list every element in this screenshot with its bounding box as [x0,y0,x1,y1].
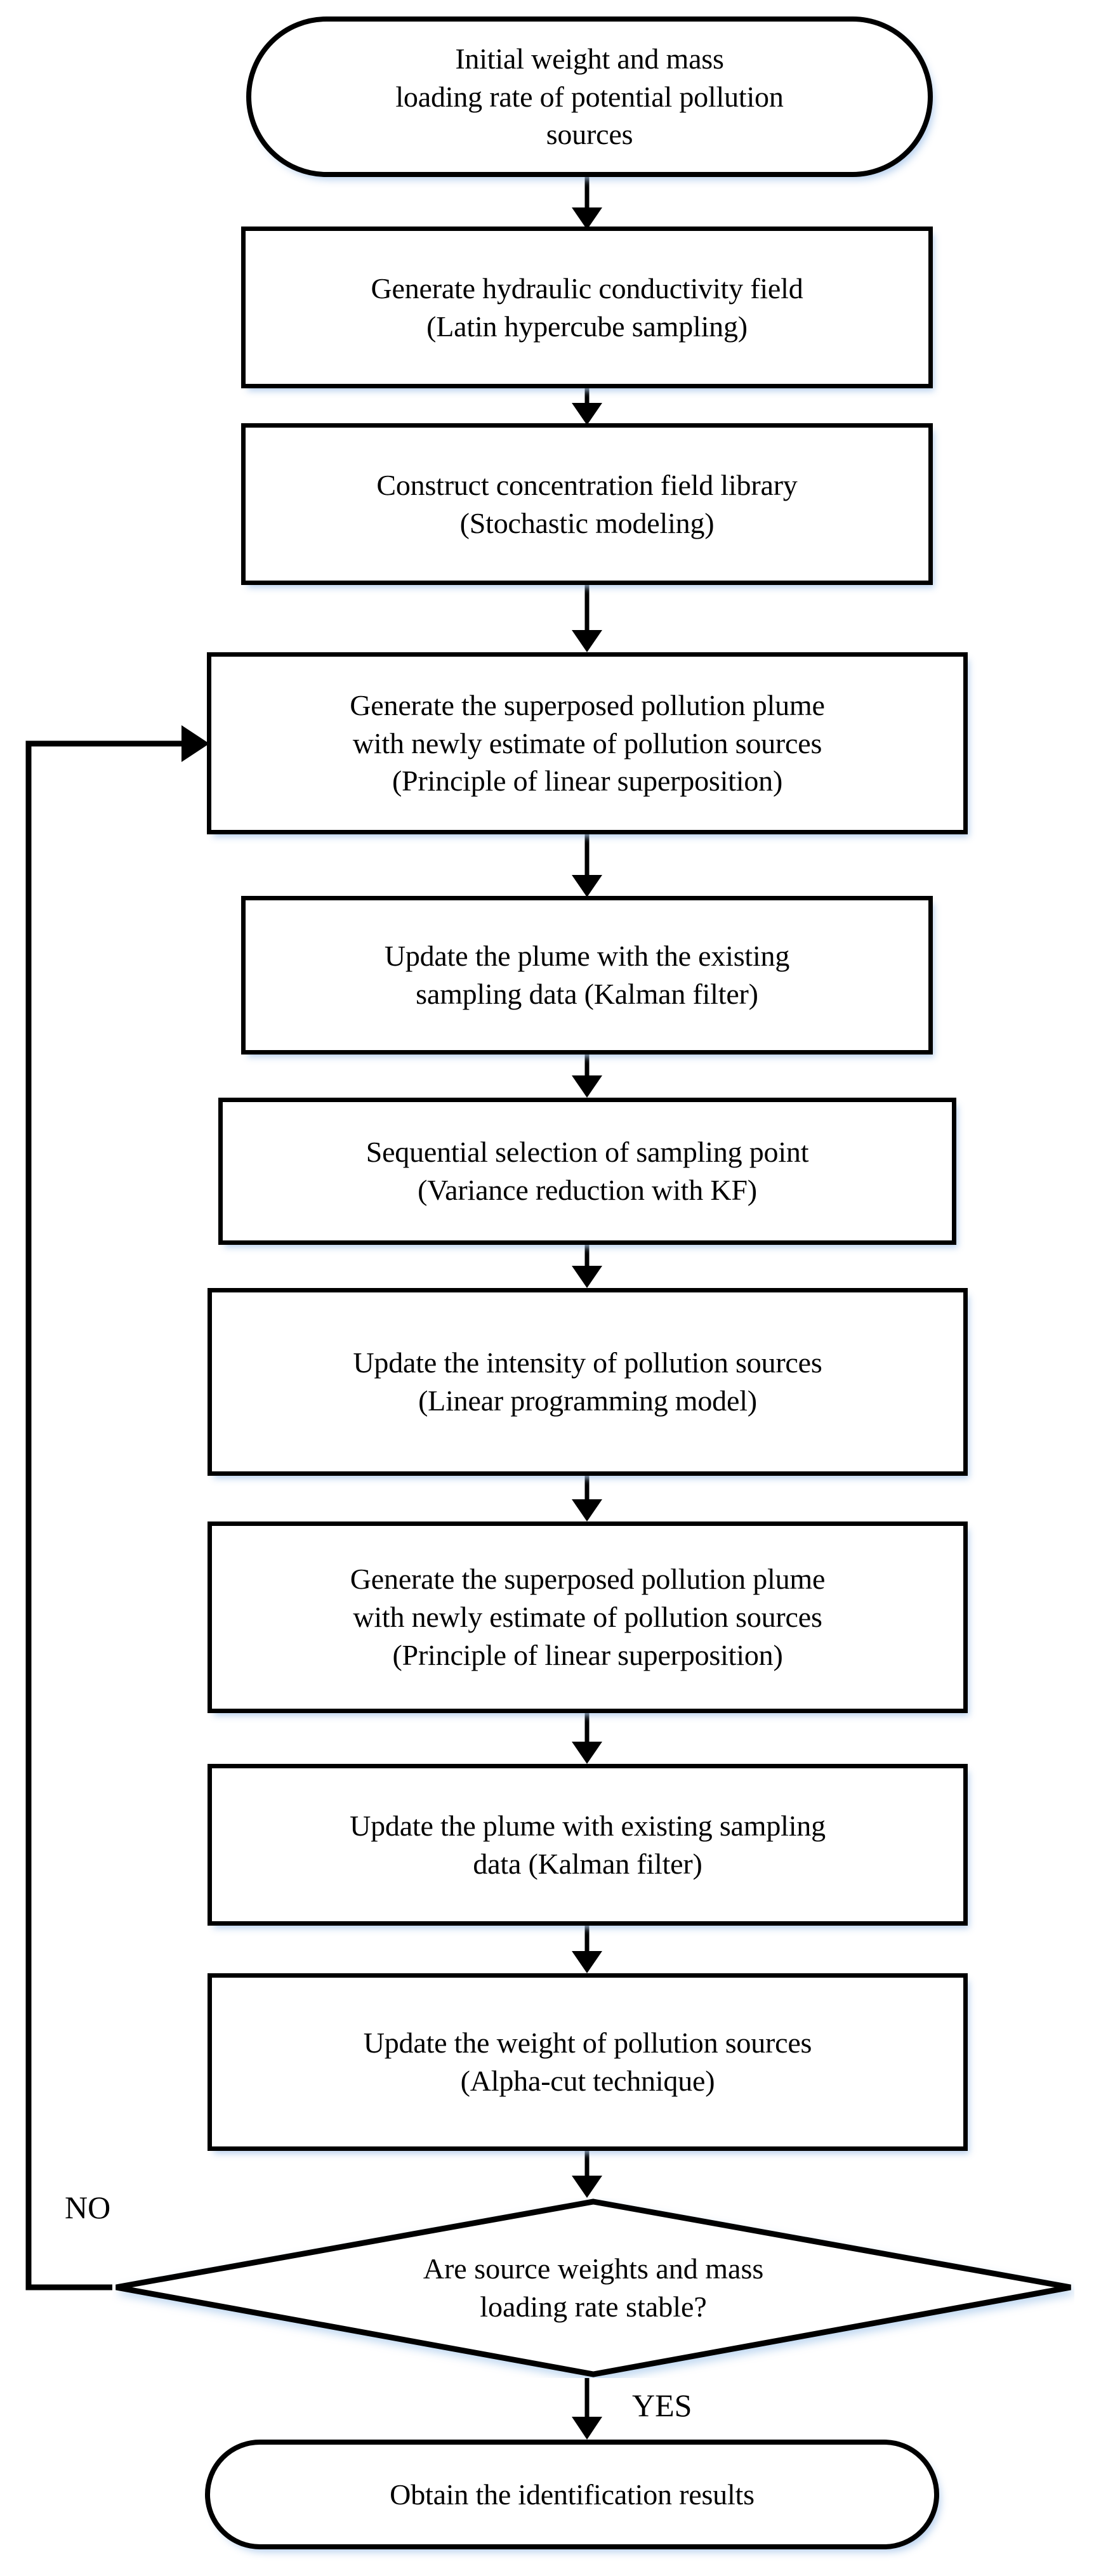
edge-label-yes: YES [632,2388,692,2423]
edge-label-no: NO [65,2190,111,2225]
arrow-generate-plume-1-to-update-plume-1 [572,834,602,897]
node-update-intensity-label: Update the intensity of pollution source… [353,1346,822,1417]
node-generate-plume-2: Generate the superposed pollution plume … [208,1521,968,1713]
arrow-decision-to-end-yes [572,2378,602,2440]
node-end: Obtain the identification results [205,2440,939,2549]
node-start: Initial weight and mass loading rate of … [246,16,933,177]
node-update-plume-1-label: Update the plume with the existing sampl… [384,940,790,1010]
node-update-weight-label: Update the weight of pollution sources (… [363,2027,812,2097]
node-generate-plume-2-label: Generate the superposed pollution plume … [350,1563,826,1671]
node-update-plume-2-label: Update the plume with existing sampling … [350,1809,826,1880]
node-decision: Are source weights and mass loading rate… [112,2198,1074,2378]
node-sequential-selection-label: Sequential selection of sampling point (… [366,1136,809,1206]
node-generate-k-field-label: Generate hydraulic conductivity field (L… [371,272,803,343]
node-update-weight: Update the weight of pollution sources (… [208,1973,968,2151]
node-start-label: Initial weight and mass loading rate of … [395,42,784,151]
arrow-update-plume-1-to-sequential-selection [572,1055,602,1098]
node-construct-library: Construct concentration field library (S… [241,423,933,585]
node-generate-plume-1: Generate the superposed pollution plume … [207,652,968,834]
node-decision-label: Are source weights and mass loading rate… [423,2252,764,2323]
node-update-intensity: Update the intensity of pollution source… [208,1288,968,1476]
node-update-plume-1: Update the plume with the existing sampl… [241,896,933,1055]
arrow-decision-to-generate-plume-1-no [25,725,209,2290]
arrow-sequential-selection-to-update-intensity [572,1245,602,1288]
node-generate-plume-1-label: Generate the superposed pollution plume … [350,688,825,798]
arrow-generate-plume-2-to-update-plume-2 [572,1713,602,1764]
node-end-label: Obtain the identification results [390,2478,755,2511]
arrow-update-plume-2-to-update-weight [572,1926,602,1973]
node-construct-library-label: Construct concentration field library (S… [376,468,798,539]
node-update-plume-2: Update the plume with existing sampling … [208,1764,968,1926]
arrow-generate-k-field-to-construct-library [572,388,602,425]
arrow-update-intensity-to-generate-plume-2 [572,1476,602,1521]
node-generate-k-field: Generate hydraulic conductivity field (L… [241,227,933,388]
arrow-start-to-generate-k-field [572,177,602,230]
decision-diamond-shape [115,2198,1071,2377]
node-sequential-selection: Sequential selection of sampling point (… [218,1098,956,1245]
arrow-update-weight-to-decision [572,2151,602,2198]
arrow-construct-library-to-generate-plume-1 [572,585,602,652]
